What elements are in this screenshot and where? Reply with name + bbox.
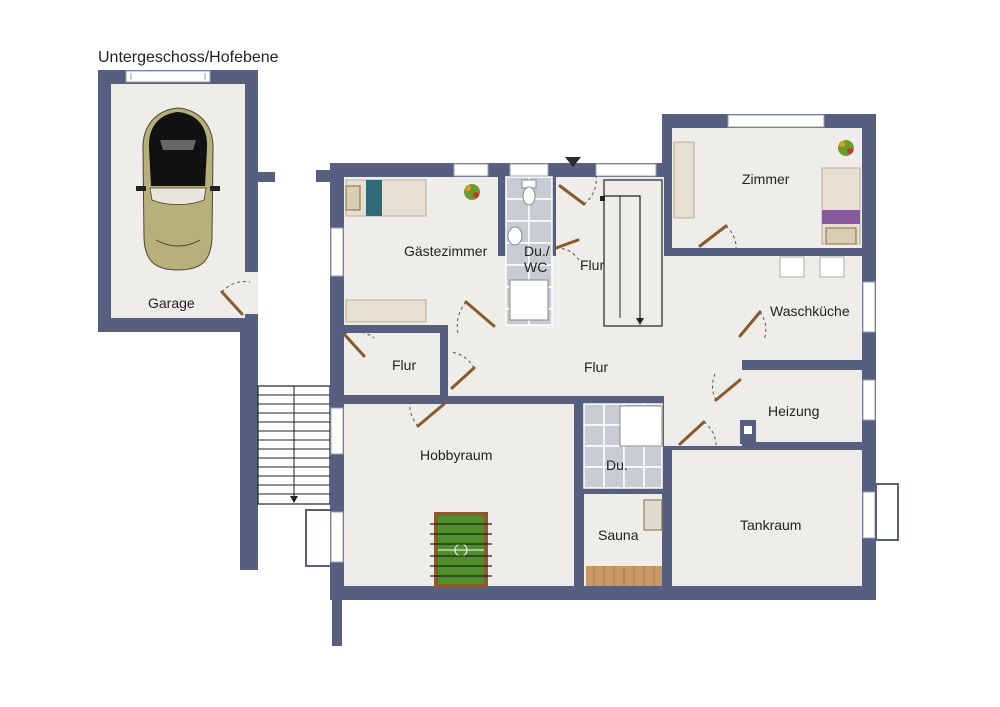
washing-machine	[779, 256, 805, 278]
room-label-sauna: Sauna	[598, 527, 639, 543]
room-label-du: Du.	[606, 457, 628, 473]
outside-staircase	[240, 318, 342, 646]
windows	[330, 114, 899, 563]
dryer	[819, 256, 845, 278]
sink-icon	[507, 226, 523, 246]
toilet-icon	[521, 179, 537, 206]
room-label-hobbyraum: Hobbyraum	[420, 447, 492, 463]
zimmer-plant-icon	[838, 140, 854, 156]
doors	[342, 175, 767, 447]
desk	[673, 141, 695, 219]
room-label-heizung: Heizung	[768, 403, 819, 419]
shower-icon	[509, 279, 549, 321]
room-label-du-wc-2: WC	[524, 259, 547, 275]
bed-icon	[345, 179, 427, 217]
room-label-flur-top: Flur	[580, 257, 604, 273]
interior-staircase	[600, 179, 663, 327]
entrance-arrow-icon	[565, 157, 581, 167]
room-label-tankraum: Tankraum	[740, 517, 801, 533]
shelf	[345, 299, 427, 323]
room-label-garage: Garage	[148, 295, 195, 311]
room-label-flur-main: Flur	[584, 359, 608, 375]
car-icon	[136, 107, 220, 271]
foosball-table-icon	[430, 512, 492, 588]
du-shower-icon	[619, 405, 663, 447]
room-label-du-wc-1: Du./	[524, 243, 550, 259]
room-label-zimmer: Zimmer	[742, 171, 790, 187]
room-label-flur-left: Flur	[392, 357, 416, 373]
floor-title: Untergeschoss/Hofebene	[98, 49, 279, 66]
zimmer-bed-icon	[821, 167, 861, 245]
room-label-waschkueche: Waschküche	[770, 303, 850, 319]
plant-icon	[464, 184, 480, 200]
room-label-gaestezimmer: Gästezimmer	[404, 243, 488, 259]
sauna-stove	[643, 499, 663, 531]
